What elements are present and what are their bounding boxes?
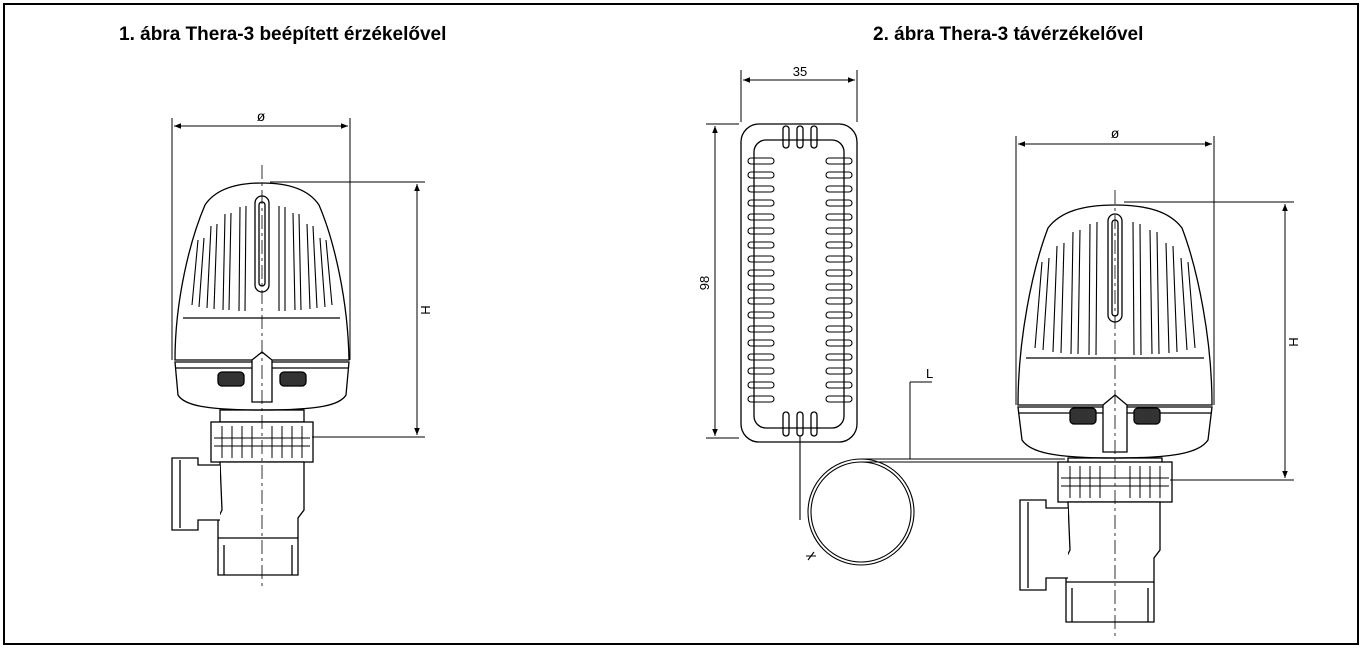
height-label-2: H (1286, 337, 1301, 346)
dimension-lines-2 (706, 70, 1294, 481)
thermostat-head-2 (1017, 190, 1213, 636)
figure-1-title: 1. ábra Thera-3 beépített érzékelővel (119, 24, 447, 45)
thermostat-head-1 (171, 165, 350, 590)
sensor-height-label: 98 (697, 276, 712, 290)
capillary-tube (799, 436, 1065, 566)
dimension-lines-1 (171, 118, 425, 438)
sensor-width-label: 35 (793, 64, 807, 79)
figure-2-title: 2. ábra Thera-3 távérzékelővel (873, 24, 1144, 45)
diameter-label-1: ø (257, 108, 266, 124)
capillary-length-label: L (926, 366, 933, 381)
height-label-1: H (418, 305, 433, 314)
remote-sensor (740, 123, 858, 443)
diameter-label-2: ø (1111, 125, 1120, 141)
drawing-frame (3, 3, 1359, 645)
